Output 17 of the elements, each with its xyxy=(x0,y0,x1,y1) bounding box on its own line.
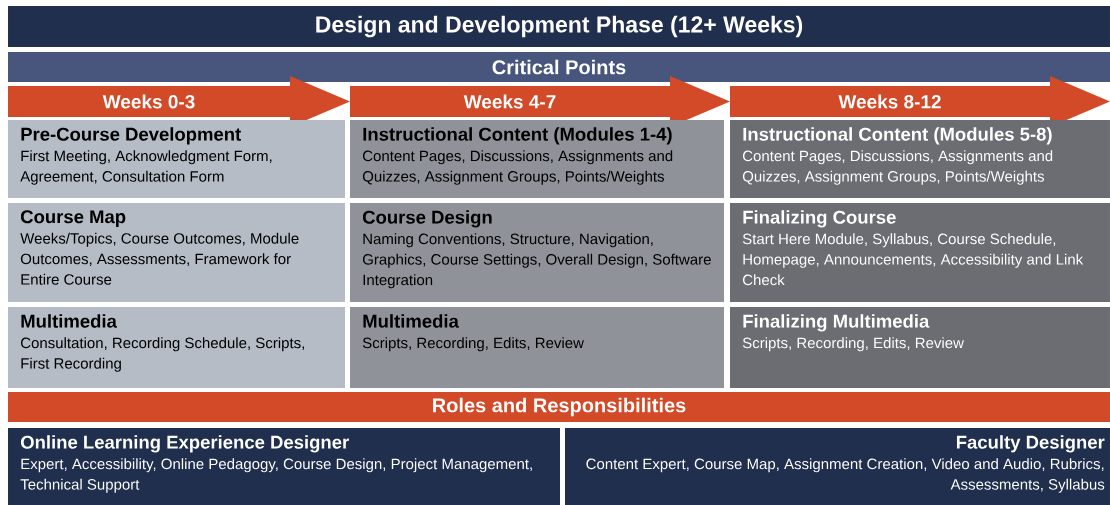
content-card: Finalizing Multimedia Scripts, Recording, Edits, Review xyxy=(730,307,1110,388)
content-card: Course Map Weeks/Topics, Course Outcomes, Module Outcomes, Assessments, Framework for Entire Course xyxy=(8,203,345,302)
content-card: Course Design Naming Conventions, Structure, Navigation, Graphics, Course Settings, Overall Design, Software Integration xyxy=(350,203,724,302)
section-band: Critical Points xyxy=(8,52,1110,82)
content-card: Instructional Content (Modules 1-4) Content Pages, Discussions, Assignments and Quizzes, Assignment Groups, Points/Weights xyxy=(350,120,724,198)
content-card: Online Learning Experience Designer Expert, Accessibility, Online Pedagogy, Course Design, Project Management, Technical Support xyxy=(8,428,560,505)
content-card: Finalizing Course Start Here Module, Syllabus, Course Schedule, Homepage, Announcements, Accessibility and Link Check xyxy=(730,203,1110,302)
content-card: Multimedia Scripts, Recording, Edits, Review xyxy=(350,307,724,388)
content-card: Faculty Designer Content Expert, Course Map, Assignment Creation, Video and Audio, Rubrics, Assessments, Syllabus xyxy=(565,428,1110,505)
section-band: Roles and Responsibilities xyxy=(8,392,1110,422)
content-card: Instructional Content (Modules 5-8) Content Pages, Discussions, Assignments and Quizzes, Assignment Groups, Points/Weights xyxy=(730,120,1110,198)
week-banner: Weeks 0-3 xyxy=(8,76,350,127)
week-banner: Weeks 8-12 xyxy=(730,76,1110,127)
content-card: Multimedia Consultation, Recording Schedule, Scripts, First Recording xyxy=(8,307,345,388)
content-card: Pre-Course Development First Meeting, Acknowledgment Form, Agreement, Consultation Form xyxy=(8,120,345,198)
title-band: Design and Development Phase (12+ Weeks) xyxy=(8,6,1110,47)
week-banner: Weeks 4-7 xyxy=(350,76,730,127)
